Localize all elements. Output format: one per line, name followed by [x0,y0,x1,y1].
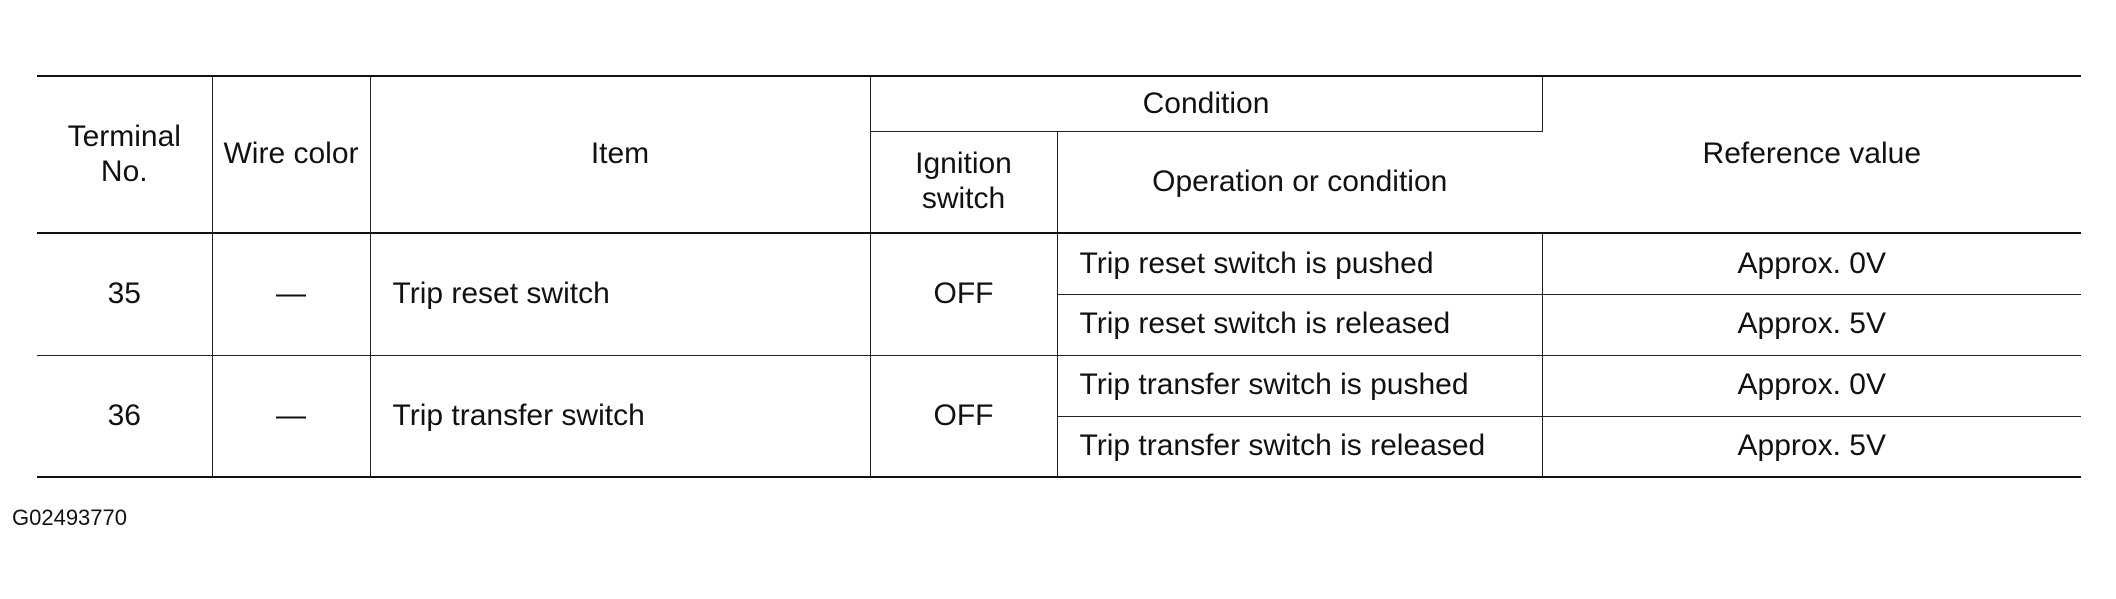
cell-item: Trip transfer switch [370,355,871,478]
table-body: 35 — Trip reset switch OFF Trip reset sw… [37,233,2082,478]
cell-wire-color: — [212,233,371,356]
cell-terminal-no: 35 [37,233,213,356]
terminal-reference-table: Terminal No. Wire color Item Condition R… [37,75,2082,478]
header-terminal-no: Terminal No. [37,75,213,234]
cell-ignition-switch: OFF [870,233,1058,356]
header-condition: Condition [870,75,1543,132]
table-header: Terminal No. Wire color Item Condition R… [37,75,2082,234]
table-row: 36 — Trip transfer switch OFF Trip trans… [37,355,2082,478]
cell-operation: Trip transfer switch is pushed [1057,355,1543,417]
header-item: Item [370,75,871,234]
cell-reference-value: Approx. 0V [1542,355,2082,417]
cell-operation: Trip reset switch is pushed [1057,233,1543,295]
cell-reference-value: Approx. 5V [1542,294,2082,356]
cell-terminal-no: 36 [37,355,213,478]
header-row-1: Terminal No. Wire color Item Condition R… [37,75,2082,234]
cell-item: Trip reset switch [370,233,871,356]
cell-operation: Trip transfer switch is released [1057,416,1543,478]
cell-reference-value: Approx. 5V [1542,416,2082,478]
terminal-reference-table-container: Terminal No. Wire color Item Condition R… [37,75,2082,478]
table-row: Trip transfer switch is released Approx.… [37,416,2082,478]
cell-operation: Trip reset switch is released [1057,294,1543,356]
header-ignition-switch: Ignition switch [870,131,1058,234]
header-row-2: Ignition switch Operation or condition [37,131,2081,234]
figure-id: G02493770 [12,505,127,530]
cell-wire-color: — [212,355,371,478]
table-row: Trip reset switch is released Approx. 5V [37,294,2082,356]
header-wire-color: Wire color [212,75,371,234]
header-reference-value: Reference value [1542,75,2082,234]
table-row: 35 — Trip reset switch OFF Trip reset sw… [37,233,2082,356]
header-operation-or-condition: Operation or condition [1057,131,1543,234]
cell-ignition-switch: OFF [870,355,1058,478]
cell-reference-value: Approx. 0V [1542,233,2082,295]
